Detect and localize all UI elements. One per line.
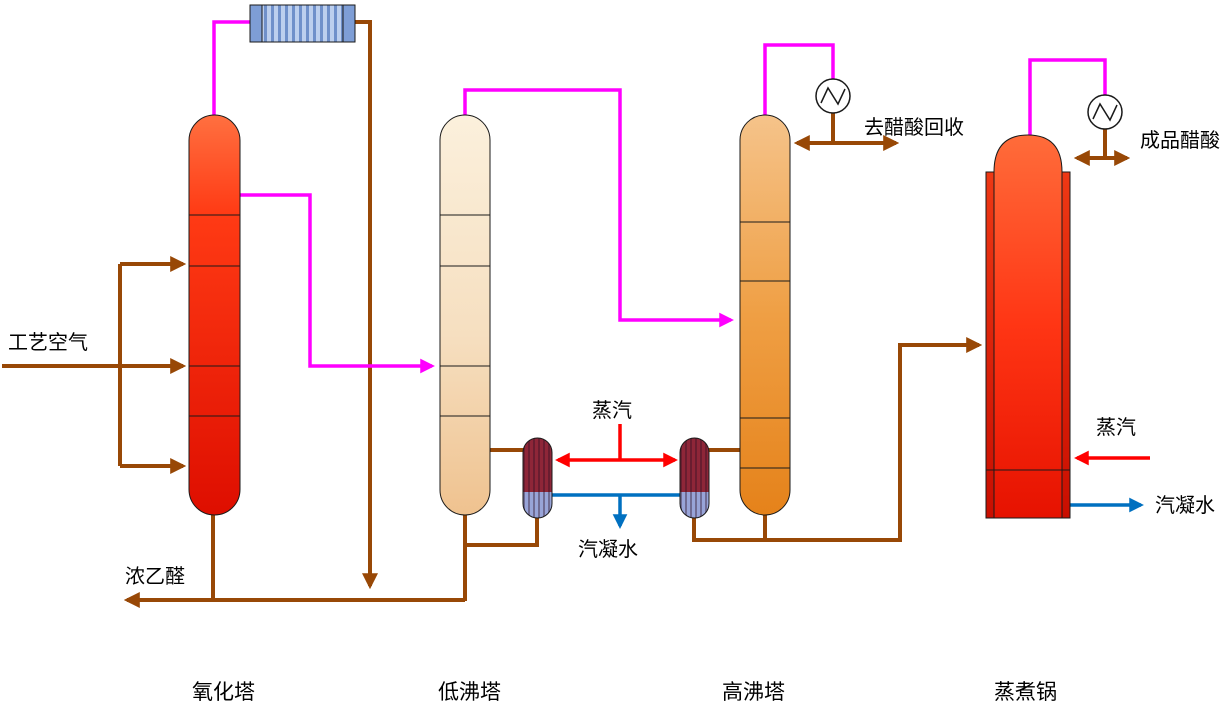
steam-lines (555, 424, 1150, 468)
low-boiling-tower (439, 114, 491, 516)
vapor-hb-overhead (763, 43, 835, 120)
label-steam-mid: 蒸汽 (592, 399, 632, 422)
hb-condenser-zigzag-icon (820, 86, 846, 106)
pipe-lb-reboiler-return (467, 512, 539, 547)
oxidation-tower-trays (189, 214, 240, 417)
high-boiling-tower-shell (739, 114, 791, 516)
label-condensate-mid: 汽凝水 (578, 538, 638, 561)
oxidation-tower (188, 114, 241, 516)
equipment-labels: 氧化塔 低沸塔 高沸塔 蒸煮锅 (192, 680, 1057, 704)
label-to-acetic-recovery: 去醋酸回收 (864, 116, 964, 139)
boiling-pot-vessel (993, 134, 1063, 519)
lb-reboiler (522, 437, 553, 519)
label-boiling-pot: 蒸煮锅 (994, 680, 1057, 704)
exchanger-body (249, 4, 356, 43)
stream-labels: 工艺空气 浓乙醛 蒸汽 汽凝水 去醋酸回收 成品醋酸 蒸汽 汽凝水 (8, 116, 1220, 588)
oxidation-tower-shell (188, 114, 241, 516)
hb-reboiler (679, 437, 710, 519)
hb-reboiler-outline (679, 437, 710, 519)
vapor-oxidation-overhead (212, 20, 251, 120)
label-finished-acetic-acid: 成品醋酸 (1140, 129, 1220, 152)
pipe-hb-bottoms-to-pot (763, 337, 983, 542)
overhead-exchanger (249, 4, 356, 43)
boiling-pot (985, 134, 1071, 519)
vapor-lines (212, 20, 1107, 374)
high-boiling-tower-trays (740, 221, 790, 469)
pot-condenser-icon (1087, 94, 1123, 130)
hb-condenser-icon (815, 78, 851, 114)
exchanger-left-cap (249, 4, 263, 43)
label-condensate-right: 汽凝水 (1155, 494, 1215, 517)
label-concentrated-acetaldehyde: 浓乙醛 (125, 565, 185, 588)
vapor-lb-to-highboiling (463, 88, 734, 328)
pipe-condenser-return (354, 20, 378, 590)
vapor-ox-to-lowboiling (238, 193, 435, 374)
lb-reboiler-tubes (523, 438, 552, 518)
hb-reboiler-tubes (680, 438, 709, 518)
high-boiling-tower (739, 114, 791, 516)
pipe-hb-reboiler-return (692, 512, 763, 542)
brown-pipes (2, 20, 1131, 608)
pot-condenser-zigzag-icon (1092, 102, 1118, 122)
condensate-lines (540, 493, 1144, 529)
low-boiling-tower-trays (440, 214, 490, 417)
low-boiling-tower-shell (439, 114, 491, 516)
label-high-boiling-tower: 高沸塔 (722, 680, 785, 704)
lb-reboiler-outline (522, 437, 553, 519)
vapor-pot-overhead (1028, 58, 1107, 138)
label-steam-right: 蒸汽 (1096, 416, 1136, 439)
label-low-boiling-tower: 低沸塔 (438, 680, 501, 704)
label-oxidation-tower: 氧化塔 (192, 680, 255, 704)
exchanger-right-cap (342, 4, 356, 43)
label-process-air: 工艺空气 (8, 331, 88, 354)
